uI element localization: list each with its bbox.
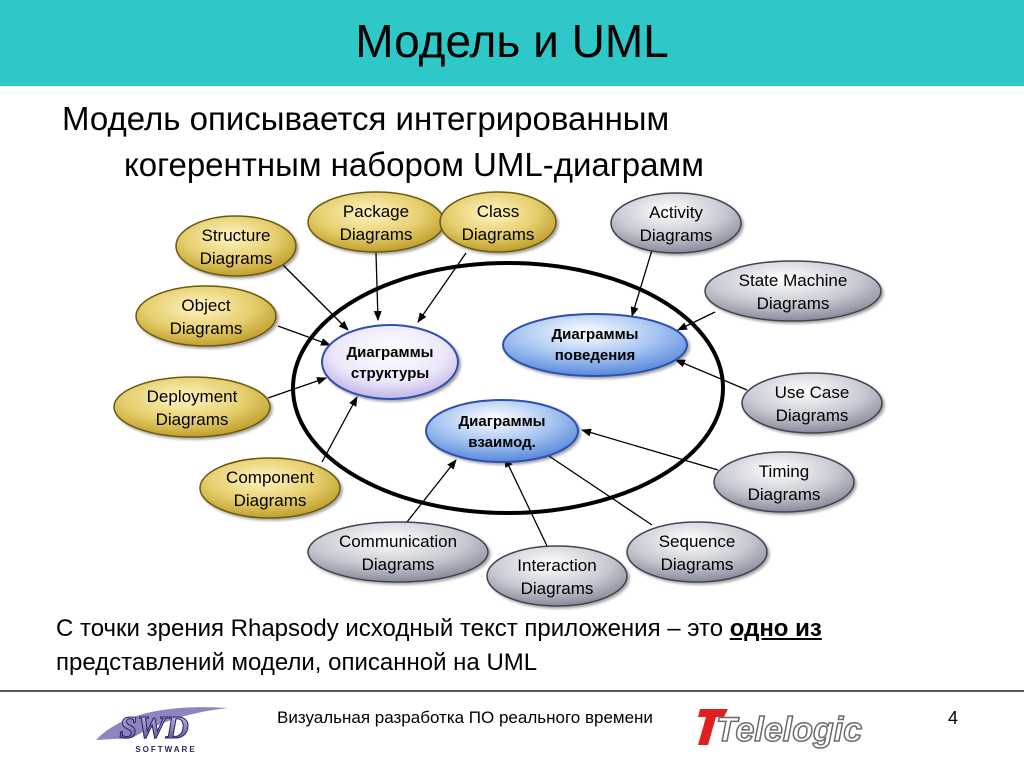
node-label-line2: Diagrams xyxy=(170,319,243,338)
swd-logo-subtext: SOFTWARE xyxy=(135,745,196,754)
arrow-package xyxy=(373,252,382,321)
node-label-line1: Package xyxy=(343,202,409,221)
telelogic-logo: Telelogic xyxy=(698,709,863,750)
central-structure-line2: структуры xyxy=(351,365,429,382)
node-label-line2: Diagrams xyxy=(156,410,229,429)
node-ellipse xyxy=(741,372,883,434)
node-label-line2: Diagrams xyxy=(462,225,535,244)
arrow-class xyxy=(417,252,467,323)
footer-divider xyxy=(0,690,1024,692)
telelogic-logo-text: Telelogic xyxy=(716,711,862,749)
footer-text: Визуальная разработка ПО реального време… xyxy=(277,708,653,727)
arrow-structure xyxy=(281,263,349,331)
model-boundary-ellipse xyxy=(291,261,725,515)
node-label-line2: Diagrams xyxy=(200,249,273,268)
central-behavior-line1: Диаграммы xyxy=(551,326,638,343)
swd-logo: SWD SOFTWARE xyxy=(96,707,228,754)
central-node-structure xyxy=(321,324,459,400)
subtitle-line-1: Модель описывается интегрированным xyxy=(62,100,670,137)
node-label-line1: Communication xyxy=(339,532,457,551)
node-label-line1: Component xyxy=(226,468,314,487)
arrow-interaction xyxy=(504,457,549,549)
node-label-line1: Object xyxy=(181,296,230,315)
node-label-line2: Diagrams xyxy=(521,579,594,598)
subtitle-line-2: когерентным набором UML-диаграмм xyxy=(124,146,704,183)
node-ellipse xyxy=(704,260,882,322)
central-node-behavior xyxy=(502,313,688,377)
node-label-line2: Diagrams xyxy=(340,225,413,244)
node-label-line2: Diagrams xyxy=(362,555,435,574)
central-interaction-line1: Диаграммы xyxy=(458,413,545,430)
arrow-sequence xyxy=(539,449,653,526)
arrow-statemachine xyxy=(677,311,716,331)
arrow-component xyxy=(321,396,358,463)
node-ellipse xyxy=(713,451,855,513)
arrow-object xyxy=(277,325,331,346)
node-label-line2: Diagrams xyxy=(776,406,849,425)
node-ellipse xyxy=(175,215,297,277)
title-bar xyxy=(0,0,1024,86)
node-label-line2: Diagrams xyxy=(757,294,830,313)
arrow-timing xyxy=(581,428,719,471)
arrow-usecase xyxy=(675,359,748,391)
node-ellipse xyxy=(626,521,768,583)
central-behavior-line2: поведения xyxy=(555,347,636,364)
node-label-line1: Timing xyxy=(759,462,809,481)
page-number: 4 xyxy=(948,708,959,728)
swd-logo-text: SWD xyxy=(119,709,188,745)
node-label-line1: Interaction xyxy=(517,556,596,575)
node-ellipse xyxy=(486,545,628,607)
bottom-prefix: С точки зрения Rhapsody исходный текст п… xyxy=(56,615,730,642)
node-ellipse xyxy=(307,521,489,583)
node-label-line2: Diagrams xyxy=(640,226,713,245)
node-label-line1: Class xyxy=(477,202,520,221)
node-label-line1: Deployment xyxy=(147,387,238,406)
node-label-line1: Sequence xyxy=(659,532,736,551)
node-label-line2: Diagrams xyxy=(748,485,821,504)
node-label-line1: Structure xyxy=(202,226,271,245)
node-ellipse xyxy=(199,457,341,519)
node-label-line1: Activity xyxy=(649,203,703,222)
telelogic-mark-icon xyxy=(698,709,728,745)
node-ellipse xyxy=(610,192,742,254)
arrows xyxy=(267,249,748,549)
central-node-interaction xyxy=(425,399,579,463)
bottom-suffix: представлений модели, описанной на UML xyxy=(56,649,538,676)
slide-title: Модель и UML xyxy=(355,15,669,67)
arrow-activity xyxy=(630,249,653,317)
node-label-line2: Diagrams xyxy=(234,491,307,510)
node-ellipse xyxy=(113,376,271,438)
peripheral-nodes: PackageDiagramsClassDiagramsStructureDia… xyxy=(113,191,883,607)
bottom-emphasis: одно из xyxy=(729,615,822,642)
arrow-communication xyxy=(406,459,457,523)
bottom-statement: С точки зрения Rhapsody исходный текст п… xyxy=(56,612,996,680)
node-ellipse xyxy=(439,191,557,253)
node-label-line1: Use Case xyxy=(775,383,850,402)
arrow-deployment xyxy=(267,377,327,399)
node-ellipse xyxy=(135,285,277,347)
central-interaction-line2: взаимод. xyxy=(468,434,536,451)
slide-subtitle: Модель описывается интегрированным когер… xyxy=(62,96,982,188)
node-label-line1: State Machine xyxy=(739,271,848,290)
central-structure-line1: Диаграммы xyxy=(346,344,433,361)
node-label-line2: Diagrams xyxy=(661,555,734,574)
